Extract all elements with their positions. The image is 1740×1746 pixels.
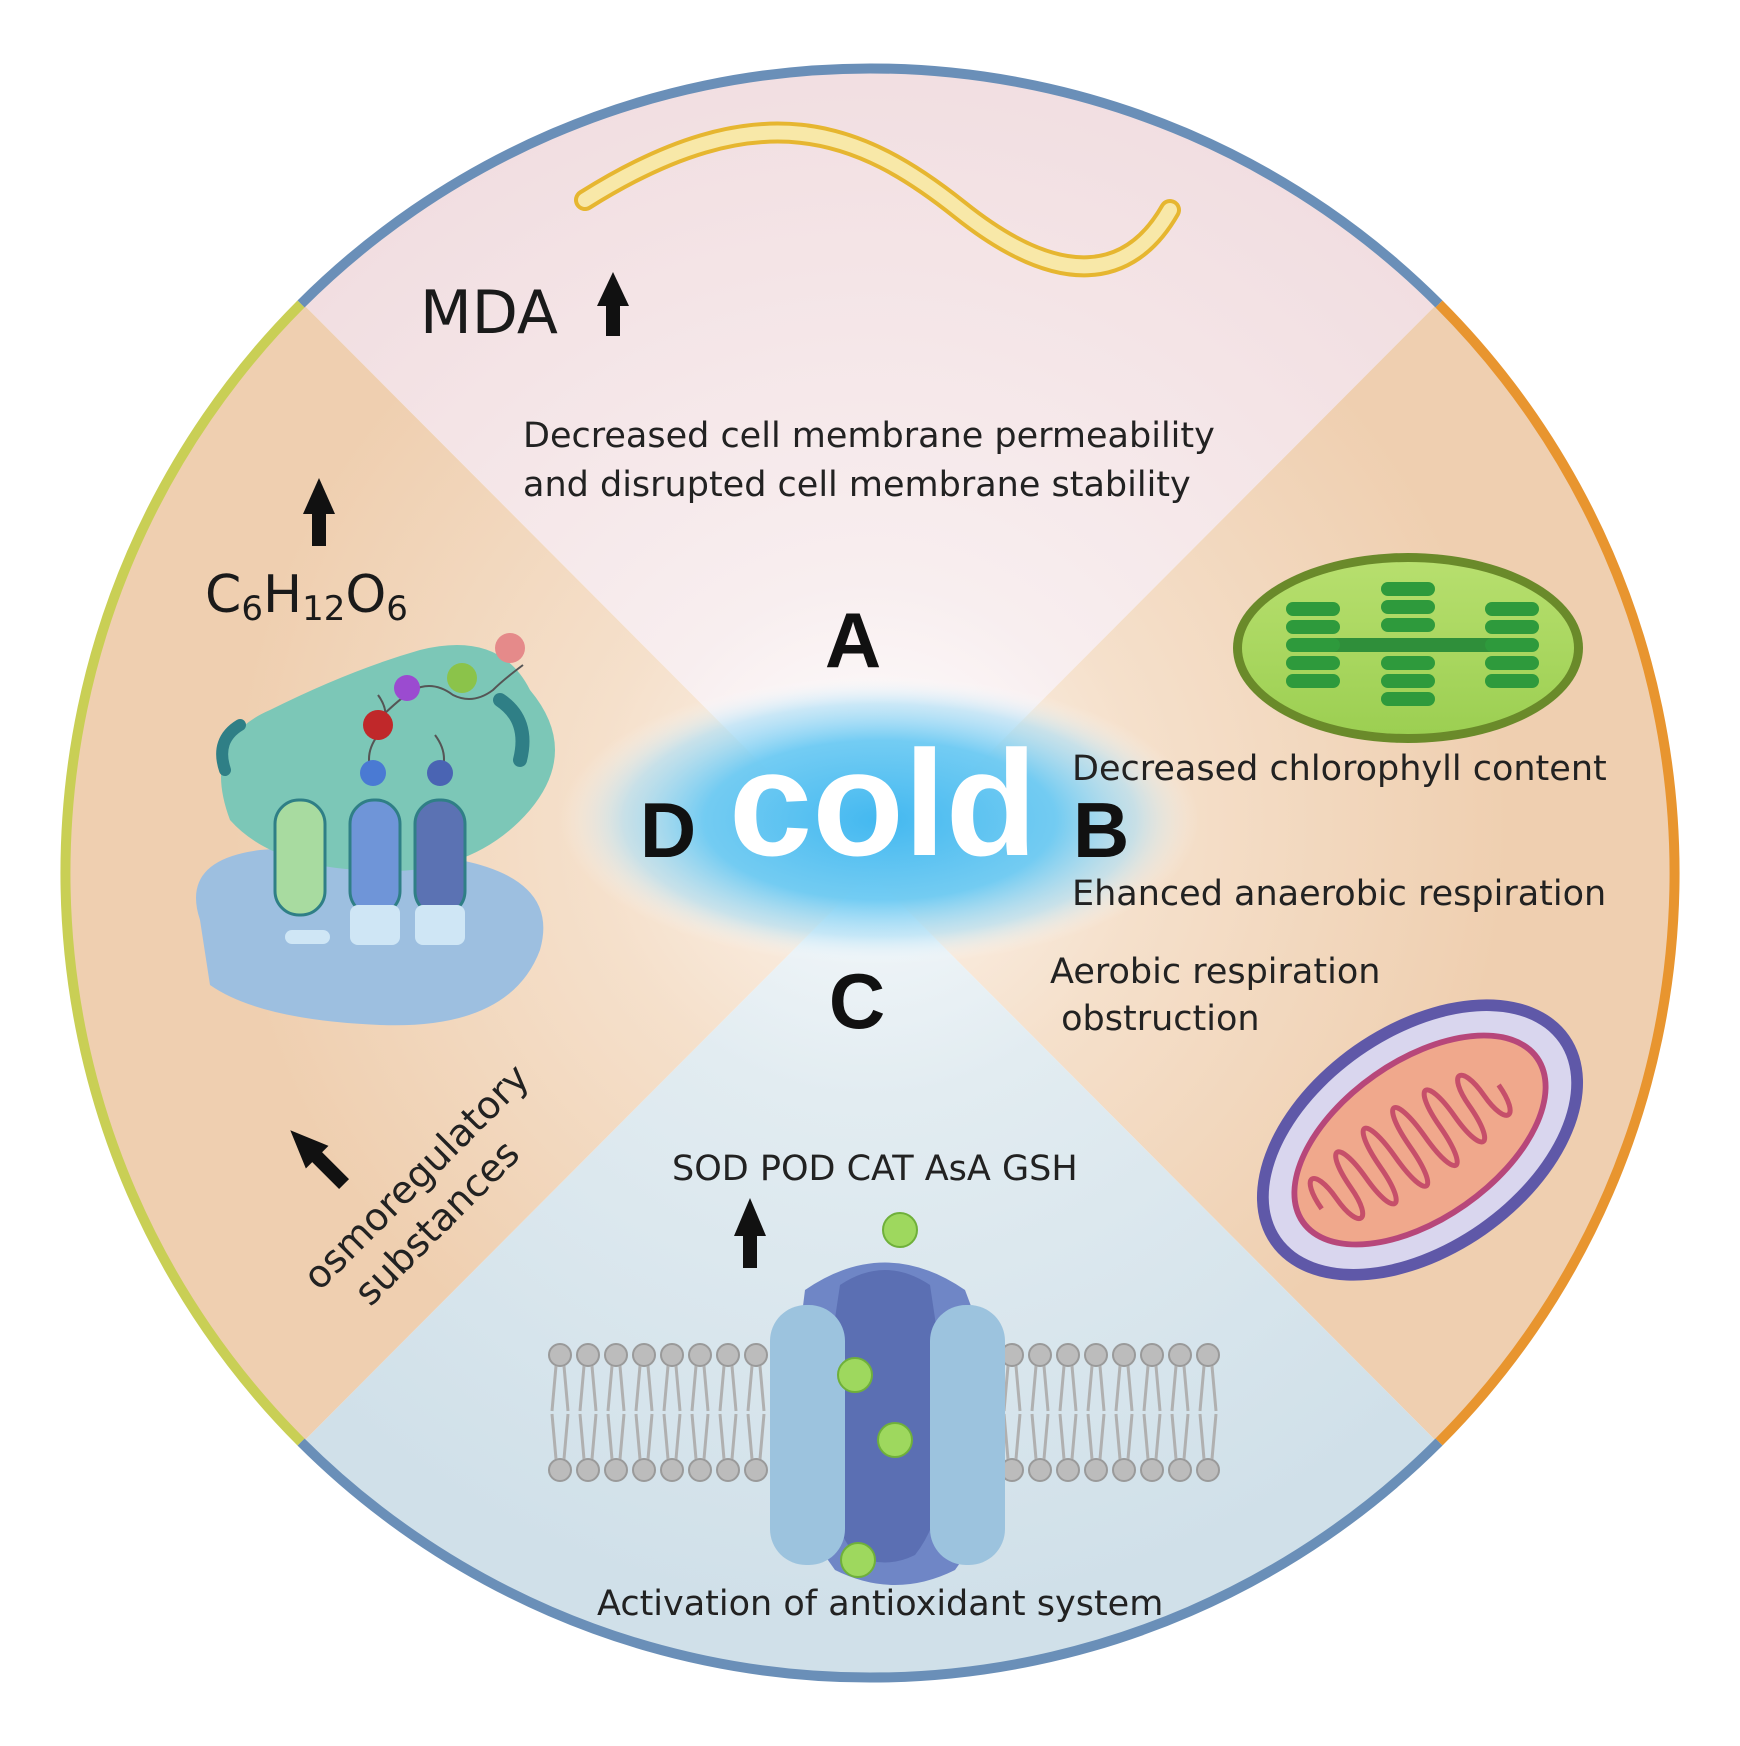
cell-membrane-wave-icon [574, 121, 1181, 278]
section-b-text-1: Decreased chlorophyll content [1072, 749, 1607, 789]
mitochondrion-icon [1256, 999, 1584, 1281]
cold-label: cold [729, 719, 1037, 887]
section-b-border [1435, 300, 1680, 1446]
antioxidant-caption: Activation of antioxidant system [597, 1584, 1163, 1624]
section-a-line-1: Decreased cell membrane permeability [523, 416, 1215, 456]
section-d-border [60, 300, 305, 1446]
section-b-text-2: Ehanced anaerobic respiration [1072, 874, 1606, 914]
section-a-letter: A [825, 596, 881, 684]
cold-glow [560, 675, 1200, 965]
section-a-border [297, 63, 1443, 308]
mda-up-arrow-icon [597, 272, 629, 336]
ribosome-protein-icon [196, 633, 555, 1026]
enzymes-up-arrow-icon [734, 1198, 766, 1268]
chloroplast-icon [1233, 553, 1583, 743]
membrane-channel-icon [548, 1212, 1220, 1585]
section-c-letter: C [829, 957, 885, 1045]
svg-text:C6H12O6: C6H12O6 [205, 565, 408, 629]
glucose-up-arrow-icon [303, 478, 335, 546]
section-b-letter: B [1073, 786, 1129, 874]
glucose-formula: C6H12O6 [205, 565, 408, 629]
section-d-letter: D [640, 786, 696, 874]
section-a-background [65, 68, 1675, 873]
section-c-border [297, 1438, 1443, 1683]
enzymes-label: SOD POD CAT AsA GSH [672, 1149, 1078, 1189]
osmo-up-arrow-icon [290, 1130, 349, 1189]
section-b-background [870, 68, 1675, 1678]
section-b-text-3a: Aerobic respiration [1050, 952, 1380, 992]
section-a-line-2: and disrupted cell membrane stability [523, 465, 1191, 505]
mda-label: MDA [420, 278, 558, 348]
section-b-text-3b: obstruction [1050, 999, 1260, 1039]
